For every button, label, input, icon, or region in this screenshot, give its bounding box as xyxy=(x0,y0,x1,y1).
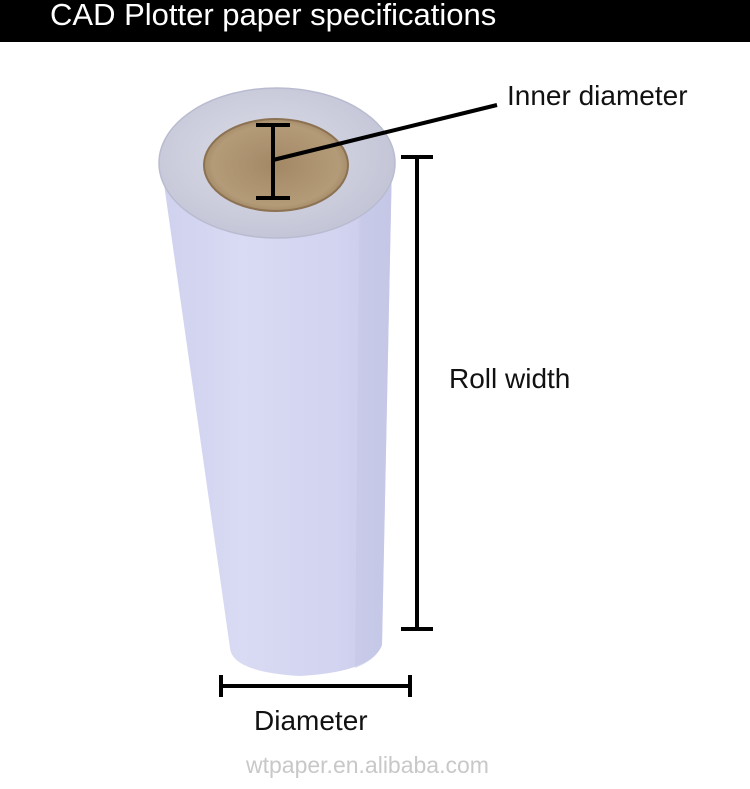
diameter-dimension xyxy=(219,675,412,697)
roll-body xyxy=(162,160,392,676)
watermark: wtpaper.en.alibaba.com xyxy=(246,752,489,778)
inner-diameter-leader xyxy=(272,103,498,162)
inner-diameter-label: Inner diameter xyxy=(507,80,688,111)
roll-core xyxy=(204,119,348,211)
inner-diameter-marker xyxy=(256,123,290,200)
roll-width-dimension xyxy=(401,155,433,631)
roll-body-shade xyxy=(355,160,392,668)
roll-core-inner-edge xyxy=(203,118,349,212)
diameter-label: Diameter xyxy=(254,705,368,736)
roll-top-rim xyxy=(158,87,396,239)
page-title: CAD Plotter paper specifications xyxy=(50,0,497,32)
title-bar: CAD Plotter paper specifications xyxy=(0,0,750,42)
roll-width-label: Roll width xyxy=(449,363,571,394)
